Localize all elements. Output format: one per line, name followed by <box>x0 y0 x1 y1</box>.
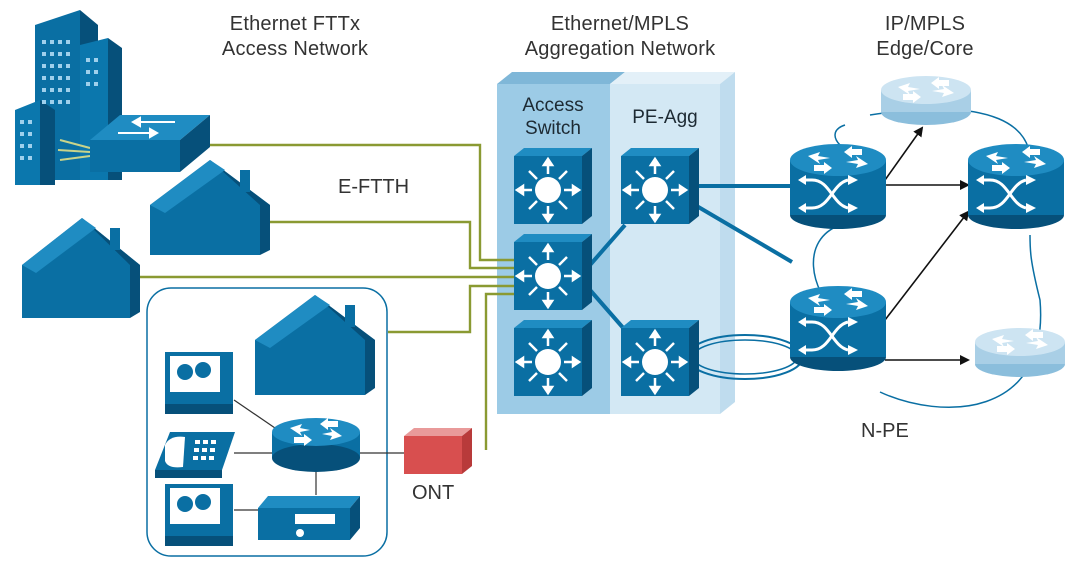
aggregation-links <box>588 184 794 332</box>
access-switch-icon <box>512 318 594 398</box>
home-links <box>233 399 405 511</box>
header-aggregation-network: Ethernet/MPLS Aggregation Network <box>505 12 735 62</box>
routing-arrows <box>884 126 970 365</box>
telephone-icon <box>155 432 235 478</box>
television-icon <box>165 484 233 546</box>
house-icon <box>150 160 270 255</box>
pe-agg-label: PE-Agg <box>610 106 720 129</box>
house-icon <box>255 295 375 395</box>
header-access-line2: Access Network <box>221 38 369 60</box>
edge-router-icon <box>881 76 971 125</box>
n-pe-router-icon <box>790 144 886 229</box>
ont-label: ONT <box>412 482 455 504</box>
television-icon <box>165 352 233 414</box>
access-switch-label: Access Switch <box>500 94 606 140</box>
header-access-network: Ethernet FTTx Access Network <box>190 12 400 62</box>
header-core-network: IP/MPLS Edge/Core <box>850 12 1000 62</box>
header-access-line1: Ethernet FTTx <box>229 13 361 35</box>
set-top-box-icon <box>258 496 360 540</box>
core-router-icon <box>966 142 1066 231</box>
ont-device-icon <box>404 428 472 474</box>
access-switch-line2: Switch <box>525 118 581 139</box>
home-router-icon <box>272 418 360 472</box>
n-pe-label: N-PE <box>861 420 909 442</box>
header-aggregation-line1: Ethernet/MPLS <box>550 13 690 35</box>
e-ftth-label: E-FTTH <box>338 176 410 198</box>
fiber-links <box>140 143 515 450</box>
header-core-line1: IP/MPLS <box>884 13 966 35</box>
n-pe-router-icon <box>788 284 888 373</box>
pe-agg-text: PE-Agg <box>632 107 698 128</box>
access-switch-icon <box>512 232 594 312</box>
access-switch-line1: Access <box>522 95 584 116</box>
header-core-line2: Edge/Core <box>876 38 974 60</box>
pe-agg-switch-icon <box>619 146 701 226</box>
pe-agg-switch-icon <box>619 318 701 398</box>
header-aggregation-line2: Aggregation Network <box>524 38 716 60</box>
home-network-box <box>146 287 388 557</box>
access-switch-icon <box>514 148 592 224</box>
edge-router-icon <box>975 328 1065 377</box>
office-switch-icon <box>90 115 210 172</box>
house-icon <box>22 218 140 318</box>
